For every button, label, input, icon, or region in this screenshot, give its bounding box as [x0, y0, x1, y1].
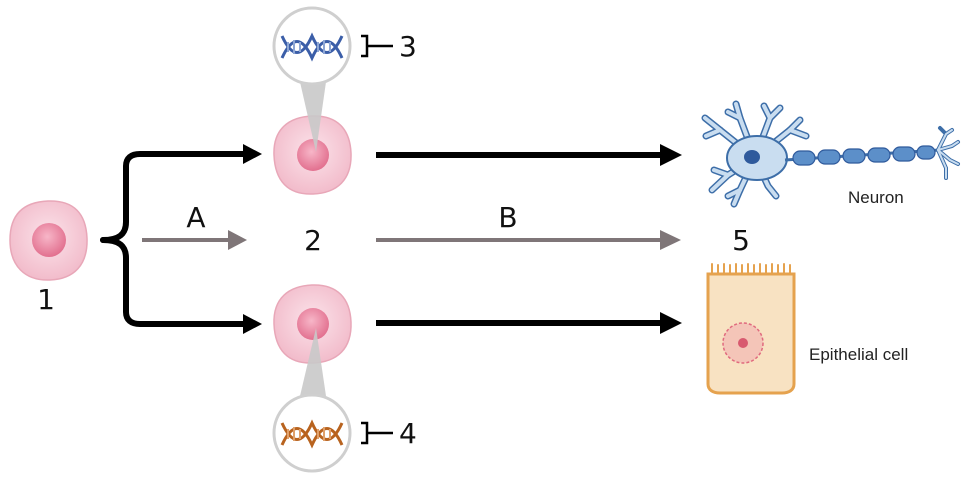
label-5: 5	[732, 224, 750, 257]
arrow-a-head	[228, 230, 247, 250]
epithelial-cell-illustration	[706, 263, 796, 395]
dna-helix-icon	[280, 32, 344, 62]
branch-brace	[100, 151, 251, 327]
arrow-b-head	[660, 230, 681, 250]
bottom-callout-pointer	[300, 328, 326, 396]
dna-helix-icon	[280, 419, 344, 449]
arrow-to-neuron-head	[660, 144, 682, 166]
top-cell	[273, 115, 352, 195]
bottom-cell	[273, 284, 352, 364]
label-1: 1	[37, 283, 55, 316]
label-4: 4	[399, 417, 417, 450]
label-3: 3	[399, 30, 417, 63]
top-dna-bubble	[272, 6, 352, 86]
label-b: B	[498, 201, 517, 234]
epithelial-label: Epithelial cell	[809, 345, 908, 364]
neuron-illustration	[701, 100, 960, 208]
bracket-3	[361, 34, 393, 58]
label-2: 2	[304, 224, 322, 257]
label-a: A	[186, 201, 205, 234]
top-callout-pointer	[300, 82, 326, 152]
bracket-4	[361, 421, 393, 445]
stem-cell	[9, 200, 88, 281]
arrow-to-top-cell-head	[243, 144, 262, 164]
bottom-dna-bubble	[272, 393, 352, 473]
arrow-to-epithelial-head	[660, 312, 682, 334]
arrow-to-bottom-cell-head	[243, 314, 262, 334]
neuron-label: Neuron	[848, 188, 904, 207]
